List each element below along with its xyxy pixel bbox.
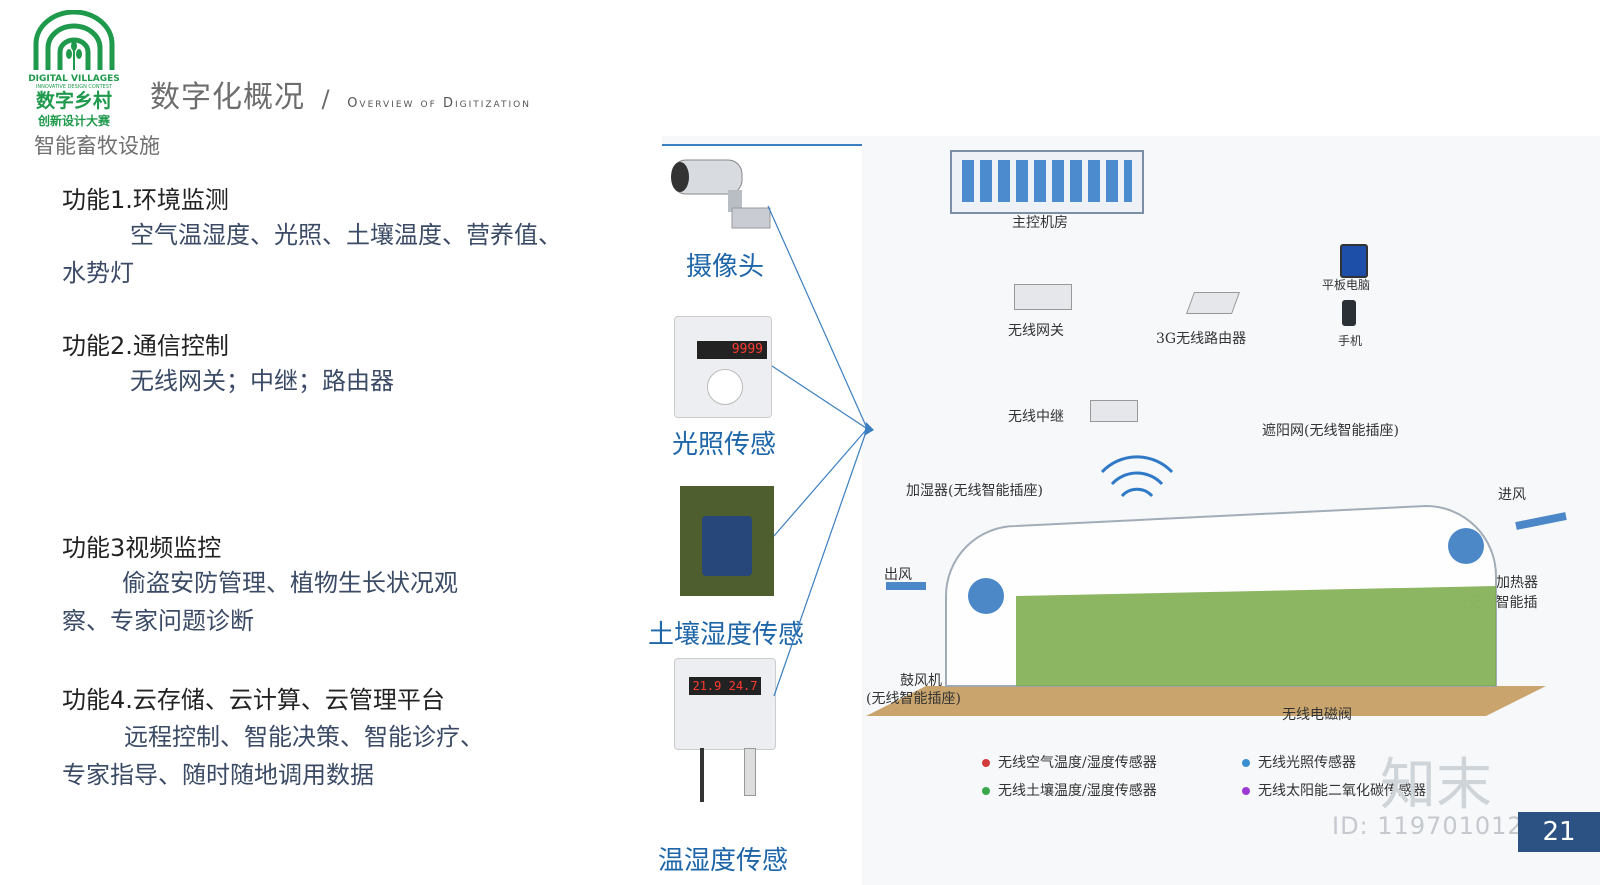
- legend-item-3: 无线土壤温度/湿度传感器: [982, 780, 1157, 800]
- device-label-soil: 土壤湿度传感: [648, 620, 805, 650]
- phone-icon: [1342, 300, 1356, 326]
- label-control-room: 主控机房: [1012, 215, 1068, 231]
- feature-4-body: 远程控制、智能决策、智能诊疗、 专家指导、随时随地调用数据: [62, 718, 622, 794]
- label-valve: 无线电磁阀: [1282, 707, 1352, 723]
- label-heater: 加热器: [1496, 575, 1538, 591]
- feature-1-line2: 水势灯: [62, 259, 134, 287]
- page-title: 数字化概况 / Overview of Digitization: [150, 72, 531, 116]
- label-tablet: 平板电脑: [1322, 278, 1371, 292]
- logo-text-cn2: 创新设计大赛: [37, 114, 110, 128]
- feature-3-body: 偷盗安防管理、植物生长状况观 察、专家问题诊断: [62, 564, 622, 640]
- soil-sensor-icon: [680, 486, 774, 596]
- feature-4-line1: 远程控制、智能决策、智能诊疗、: [124, 723, 484, 751]
- light-sensor-icon: 9999: [674, 316, 772, 418]
- sensor-cable: [700, 748, 704, 802]
- label-router: 3G无线路由器: [1156, 331, 1247, 347]
- label-wind-in: 进风: [1498, 487, 1526, 503]
- device-label-temp-humidity: 温湿度传感: [658, 846, 789, 876]
- feature-1-title: 功能1.环境监测: [62, 186, 229, 214]
- feature-3-line2: 察、专家问题诊断: [62, 607, 254, 635]
- divider: [662, 144, 862, 146]
- page-number: 21: [1518, 812, 1600, 852]
- label-relay: 无线中继: [1008, 409, 1064, 425]
- gateway-icon: [1014, 284, 1072, 310]
- light-readout: 9999: [697, 341, 767, 359]
- legend-dot-purple: [1242, 787, 1250, 795]
- label-fan-sub: (无线智能插座): [866, 691, 961, 707]
- section-subtitle: 智能畜牧设施: [34, 134, 160, 158]
- device-label-camera: 摄像头: [686, 252, 765, 282]
- logo-text-cn1: 数字乡村: [35, 90, 112, 112]
- feature-2-line1: 无线网关；中继；路由器: [130, 367, 394, 395]
- label-wind-out: 出风: [884, 567, 912, 583]
- temp-readout: 21.9 24.7: [689, 677, 761, 695]
- contest-logo: DIGITAL VILLAGES INNOVATIVE DESIGN CONTE…: [28, 9, 120, 128]
- watermark-brand: 知末: [1380, 753, 1492, 818]
- legend-dot-green: [982, 787, 990, 795]
- device-label-light: 光照传感: [672, 430, 777, 460]
- label-gateway: 无线网关: [1008, 323, 1064, 339]
- watermark-id: ID: 1197010121: [1332, 812, 1540, 840]
- legend-dot-red: [982, 759, 990, 767]
- title-separator: /: [321, 85, 331, 113]
- feature-3-title: 功能3视频监控: [62, 534, 222, 562]
- legend-item-1: 无线空气温度/湿度传感器: [982, 752, 1157, 772]
- label-shade-net: 遮阳网(无线智能插座): [1262, 423, 1399, 439]
- feature-2-body: 无线网关；中继；路由器: [62, 362, 622, 400]
- soil-probe: [702, 516, 752, 576]
- sensor-probe: [744, 748, 756, 796]
- temp-humidity-sensor-icon: 21.9 24.7: [674, 658, 776, 750]
- feature-1-body: 空气温湿度、光照、土壤温度、营养值、 水势灯: [62, 216, 622, 292]
- feature-4-line2: 专家指导、随时随地调用数据: [62, 761, 374, 789]
- feature-4-title: 功能4.云存储、云计算、云管理平台: [62, 686, 445, 714]
- label-humidifier: 加湿器(无线智能插座): [906, 483, 1043, 499]
- camera-icon: [671, 159, 771, 229]
- greenhouse-icon: [866, 504, 1567, 716]
- logo-text-en2: INNOVATIVE DESIGN CONTEST: [35, 84, 113, 90]
- feature-1-line1: 空气温湿度、光照、土壤温度、营养值、: [130, 221, 562, 249]
- arch-logo-icon: [33, 9, 115, 70]
- light-dome: [707, 369, 743, 405]
- server-icon: [950, 150, 1144, 214]
- page-title-en: Overview of Digitization: [347, 96, 531, 111]
- label-phone: 手机: [1338, 334, 1363, 348]
- router-icon: [1185, 292, 1241, 314]
- relay-icon: [1090, 400, 1138, 422]
- logo-text-en1: DIGITAL VILLAGES: [28, 74, 120, 84]
- feature-2-title: 功能2.通信控制: [62, 332, 229, 360]
- feature-3-line1: 偷盗安防管理、植物生长状况观: [122, 569, 458, 597]
- legend-dot-blue: [1242, 759, 1250, 767]
- label-fan: 鼓风机: [900, 673, 942, 689]
- legend-item-4: 无线太阳能二氧化碳传感器: [1242, 780, 1426, 800]
- wifi-signal-icon: [1100, 455, 1174, 498]
- connection-lines: [767, 205, 874, 697]
- legend-item-2: 无线光照传感器: [1242, 752, 1356, 772]
- page-title-cn: 数字化概况: [150, 80, 305, 115]
- smart-greenhouse-diagram: 摄像头 9999 光照传感 土壤湿度传感 21.9 24.7 温湿度传感 主控机…: [648, 136, 1600, 885]
- tablet-icon: [1340, 244, 1368, 278]
